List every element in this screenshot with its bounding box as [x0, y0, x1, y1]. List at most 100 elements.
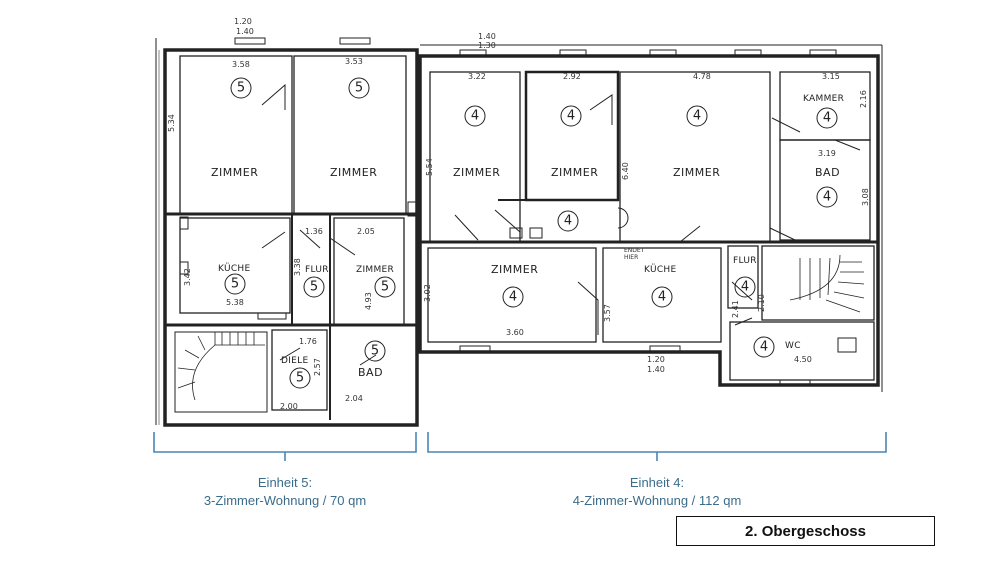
room-label: ZIMMER	[330, 166, 377, 179]
dim-label: 1.36	[305, 227, 323, 236]
dim-label: 2.92	[563, 72, 581, 81]
room-label: DIELE	[281, 356, 308, 366]
unit-brackets	[153, 432, 887, 461]
dim-label: 2.10	[757, 294, 766, 312]
unit-number: 5	[355, 81, 363, 96]
dim-label: 2.05	[357, 227, 375, 236]
unit5-door-swings	[261, 83, 377, 366]
dim-label: 5.38	[226, 298, 244, 307]
unit-marker-circle	[374, 276, 396, 298]
dim-label: 1.20	[234, 17, 252, 26]
unit4-title: Einheit 4:	[629, 475, 685, 490]
dim-label: 4.50	[794, 355, 812, 364]
unit5-windows	[179, 37, 417, 320]
dim-label: 2.57	[313, 358, 322, 376]
floor-label-box: 2. Obergeschoss	[676, 516, 935, 546]
unit5-interior-walls	[165, 55, 417, 420]
dimension-labels: 1.20 1.40 3.58 3.53 5.34 1.40 1.30 3.22 …	[167, 17, 870, 411]
unit-number: 4	[760, 340, 768, 355]
unit-number: 4	[564, 214, 572, 229]
unit-number: 5	[381, 280, 389, 295]
room-label: ZIMMER	[551, 166, 598, 179]
unit5-outer-walls	[155, 38, 419, 427]
unit5-caption: Einheit 5: 3-Zimmer-Wohnung / 70 qm	[185, 474, 385, 510]
unit4-stairs	[789, 254, 865, 353]
unit-number: 4	[567, 109, 575, 124]
note-label: HIER	[624, 254, 638, 261]
unit4-windows	[459, 49, 837, 386]
unit-marker-circle	[686, 105, 708, 127]
note-label: ENDET	[624, 247, 645, 254]
dim-label: 3.42	[183, 268, 192, 286]
unit-marker-circle	[464, 105, 486, 127]
unit-marker-circle	[753, 336, 775, 358]
room-label: WC	[785, 341, 801, 351]
dim-label: 2.00	[280, 402, 298, 411]
dim-label: 4.78	[693, 72, 711, 81]
unit5-subtitle: 3-Zimmer-Wohnung / 70 qm	[203, 493, 367, 508]
unit-number: 4	[658, 290, 666, 305]
room-label: KÜCHE	[644, 264, 677, 275]
unit-number: 5	[231, 277, 239, 292]
room-label: ZIMMER	[673, 166, 720, 179]
dim-label: 3.02	[423, 284, 432, 302]
dim-label: 5.54	[425, 158, 434, 176]
unit-marker-circle	[560, 105, 582, 127]
dim-label: 3.57	[603, 304, 612, 322]
dim-label: 3.15	[822, 72, 840, 81]
unit5-stairs	[177, 332, 265, 401]
dim-label: 6.40	[621, 162, 630, 180]
unit-number: 4	[823, 111, 831, 126]
unit-marker-circle	[224, 273, 246, 295]
dim-label: 3.08	[861, 188, 870, 206]
unit-marker-circle	[816, 186, 838, 208]
dim-label: 5.34	[167, 114, 176, 132]
unit4-bracket	[427, 432, 887, 453]
dim-label: 1.20	[647, 355, 665, 364]
dim-label: 3.22	[468, 72, 486, 81]
dim-label: 2.16	[859, 90, 868, 108]
room-label: FLUR	[733, 256, 757, 266]
dim-label: 2.41	[731, 300, 740, 318]
unit-marker-circle	[734, 276, 756, 298]
dim-label: 1.76	[299, 337, 317, 346]
unit-number: 4	[823, 190, 831, 205]
unit5-title: Einheit 5:	[257, 475, 313, 490]
unit-number: 5	[237, 81, 245, 96]
room-label: ZIMMER	[356, 265, 394, 275]
unit5-bracket	[153, 432, 417, 453]
unit4-outer-walls	[418, 44, 883, 392]
dim-label: 3.60	[506, 328, 524, 337]
room-label: BAD	[358, 366, 383, 379]
dim-label: 2.04	[345, 394, 363, 403]
dim-label: 1.40	[236, 27, 254, 36]
room-label: FLUR	[305, 265, 329, 275]
unit4-interior-walls	[420, 70, 878, 381]
dim-label: 1.30	[478, 41, 496, 50]
unit-marker-circle	[289, 367, 311, 389]
unit-number: 5	[371, 344, 379, 359]
room-label: KAMMER	[803, 94, 844, 104]
floor-label: 2. Obergeschoss	[745, 522, 866, 540]
unit-marker-circle	[557, 210, 579, 232]
unit-marker-numbers: 5 5 5 5 5 5 5 4 4 4 4 4 4 4 4 4 4	[231, 81, 831, 386]
dim-label: 4.93	[364, 292, 373, 310]
unit-marker-circle	[348, 77, 370, 99]
unit-marker-circle	[816, 107, 838, 129]
dim-label: 1.40	[647, 365, 665, 374]
unit-marker-circle	[651, 286, 673, 308]
dim-label: 3.38	[293, 258, 302, 276]
unit4-caption: Einheit 4: 4-Zimmer-Wohnung / 112 qm	[562, 474, 752, 510]
dim-label: 3.53	[345, 57, 363, 66]
unit-markers	[224, 77, 838, 389]
room-label: ZIMMER	[211, 166, 258, 179]
unit-number: 4	[509, 290, 517, 305]
unit-number: 4	[741, 280, 749, 295]
unit-number: 5	[296, 371, 304, 386]
room-label: BAD	[815, 166, 840, 179]
unit-number: 4	[693, 109, 701, 124]
room-label: ZIMMER	[453, 166, 500, 179]
dim-label: 3.58	[232, 60, 250, 69]
